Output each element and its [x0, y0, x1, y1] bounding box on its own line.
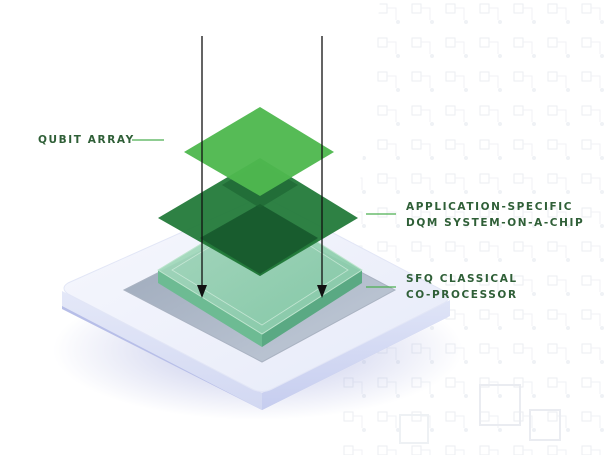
label-soc-line1: APPLICATION-SPECIFIC [406, 201, 574, 213]
label-soc-line2: DQM SYSTEM-ON-A-CHIP [406, 217, 585, 229]
label-qubit-array-text: QUBIT ARRAY [38, 134, 135, 146]
arrow-right-head [317, 285, 327, 298]
label-qubit-array: QUBIT ARRAY [38, 132, 135, 148]
label-coprocessor: SFQ CLASSICAL CO-PROCESSOR [406, 271, 518, 303]
label-soc: APPLICATION-SPECIFIC DQM SYSTEM-ON-A-CHI… [406, 199, 584, 231]
signal-arrows [197, 36, 327, 298]
leader-lines [132, 139, 396, 288]
arrow-left-head [197, 285, 207, 298]
qubit-array-layer [184, 107, 334, 196]
label-coprocessor-line1: SFQ CLASSICAL [406, 273, 518, 285]
label-coprocessor-line2: CO-PROCESSOR [406, 289, 518, 301]
